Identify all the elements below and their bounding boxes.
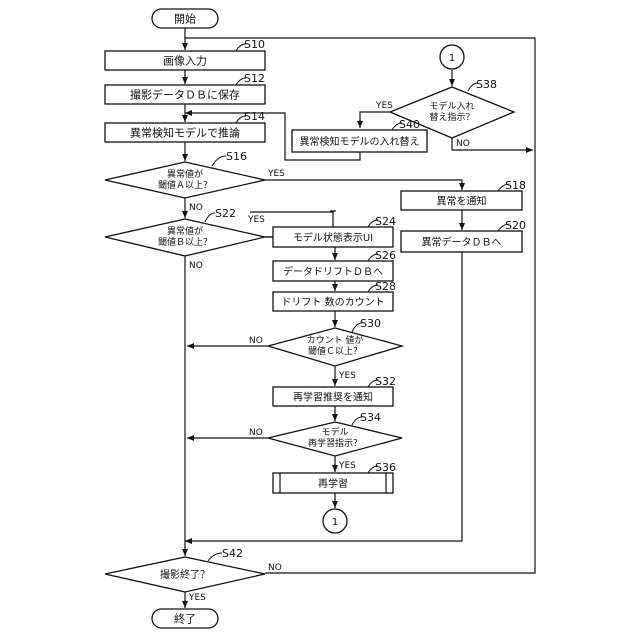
connector-top: 1 (440, 45, 464, 69)
process-s10: 画像入力 (105, 51, 265, 70)
s14-label: 異常検知モデルで推論 (130, 126, 240, 140)
s42-yes-label: YES (188, 593, 206, 603)
predefined-process-s36: 再学習 (273, 473, 393, 493)
connector-bottom-label: 1 (332, 517, 338, 528)
s38-line-2: 替え指示？ (429, 111, 474, 123)
s22-line-2: 閾値Ｂ以上？ (158, 236, 212, 248)
step-s42: S42 (222, 547, 243, 560)
step-s18: S18 (505, 179, 526, 192)
step-s12: S12 (244, 72, 265, 85)
s30-no-label: NO (249, 336, 263, 346)
s34-line-1: モデル (321, 426, 348, 438)
step-s38: S38 (476, 78, 497, 91)
connector-bottom: 1 (323, 509, 347, 533)
s16-no-label: NO (189, 203, 203, 213)
start-label: 開始 (174, 12, 196, 26)
process-s32: 再学習推奨を通知 (273, 387, 393, 406)
process-s20: 異常データＤＢへ (401, 231, 522, 252)
step-s24: S24 (375, 215, 396, 228)
process-s18: 異常を通知 (401, 191, 522, 210)
step-s20: S20 (505, 219, 526, 232)
s40-label: 異常検知モデルの入れ替え (300, 135, 420, 148)
step-s28: S28 (375, 280, 396, 293)
process-s12: 撮影データＤＢに保存 (105, 85, 265, 104)
step-s34: S34 (360, 411, 381, 424)
s42-no-label: NO (268, 563, 282, 573)
decision-s22: 異常値が 閾値Ｂ以上？ (105, 219, 265, 256)
process-s26: データドリフトＤＢへ (273, 261, 393, 281)
connector-top-label: 1 (449, 53, 455, 64)
s36-label: 再学習 (318, 477, 348, 490)
s26-label: データドリフトＤＢへ (283, 265, 383, 278)
process-s40: 異常検知モデルの入れ替え (292, 130, 427, 152)
s28-label: ドリフト 数のカウント (281, 296, 384, 309)
start-terminal: 開始 (152, 9, 218, 28)
s34-no-label: NO (249, 428, 263, 438)
s34-line-2: 再学習指示？ (308, 437, 362, 449)
s38-line-1: モデル入れ (429, 100, 474, 112)
arrow-s16-yes-s18 (265, 180, 462, 190)
s10-label: 画像入力 (163, 55, 207, 68)
step-s32: S32 (375, 375, 396, 388)
step-s22: S22 (215, 207, 236, 220)
s16-line-1: 異常値が (167, 168, 203, 180)
s20-label: 異常データＤＢへ (422, 236, 502, 249)
s22-yes-label: YES (247, 215, 265, 225)
s42-label: 撮影終了？ (160, 568, 210, 581)
s34-yes-label: YES (338, 461, 356, 471)
s32-label: 再学習推奨を通知 (293, 391, 373, 404)
end-label: 終了 (174, 612, 196, 626)
s22-no-label: NO (189, 261, 203, 271)
s38-no-label: NO (456, 139, 470, 149)
s24-label: モデル状態表示UI (293, 231, 373, 244)
s30-line-2: 閾値Ｃ以上？ (308, 345, 362, 357)
decision-s42: 撮影終了？ (105, 557, 265, 592)
decision-s30: カウント 値が 閾値Ｃ以上？ (268, 328, 402, 366)
process-s28: ドリフト 数のカウント (273, 292, 393, 311)
s38-yes-label: YES (375, 101, 393, 111)
step-s14: S14 (244, 110, 265, 123)
s12-label: 撮影データＤＢに保存 (130, 88, 240, 102)
process-s24: モデル状態表示UI (273, 227, 393, 247)
decision-s16: 異常値が 閾値Ａ以上？ (105, 162, 265, 198)
s30-yes-label: YES (338, 371, 356, 381)
step-s10: S10 (244, 38, 265, 51)
step-s40: S40 (399, 118, 420, 131)
step-s30: S30 (360, 317, 381, 330)
step-s26: S26 (375, 249, 396, 262)
arrow-s38-yes-s40 (360, 112, 390, 128)
step-s36: S36 (375, 461, 396, 474)
s18-label: 異常を通知 (437, 195, 487, 208)
decision-s34: モデル 再学習指示？ (268, 422, 402, 456)
step-s16: S16 (226, 150, 247, 163)
s22-line-1: 異常値が (167, 225, 203, 237)
end-terminal: 終了 (152, 609, 218, 628)
s16-yes-label: YES (267, 169, 285, 179)
process-s14: 異常検知モデルで推論 (105, 123, 265, 142)
s30-line-1: カウント 値が (307, 334, 364, 346)
s16-line-2: 閾値Ａ以上？ (158, 179, 212, 191)
